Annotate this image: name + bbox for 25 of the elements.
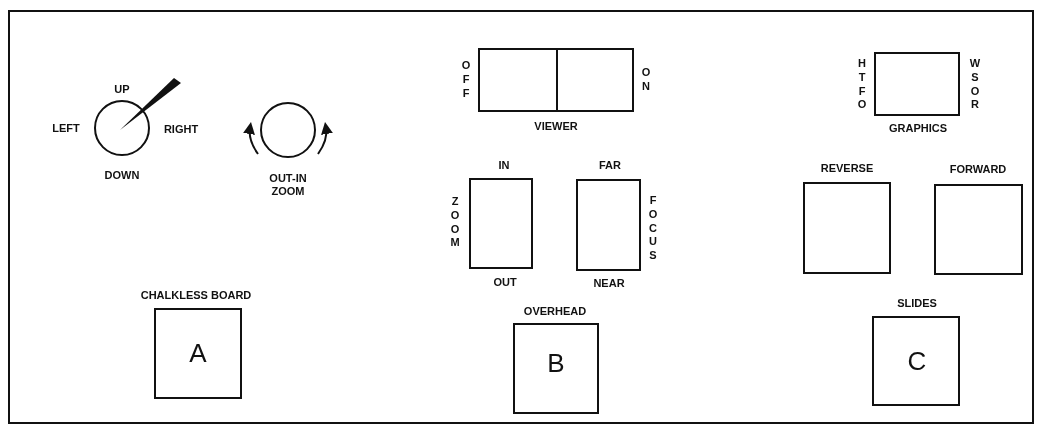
channel-letter: A: [189, 339, 207, 369]
channel-letter: B: [547, 349, 565, 379]
control-label: OVERHEAD: [523, 304, 587, 318]
control-label: DOWN: [104, 168, 140, 182]
control-label: OUT-IN ZOOM: [268, 172, 308, 198]
control-label: NEAR: [593, 276, 625, 290]
control-label: ZOOM: [449, 194, 461, 250]
control-label: SLIDES: [897, 296, 937, 310]
control-label: RIGHT: [163, 122, 199, 136]
control-label: GRAPHICS: [888, 121, 948, 135]
control-label: IN: [498, 158, 510, 172]
control-label: UP: [114, 82, 130, 96]
control-label: OUT: [493, 275, 517, 289]
control-label: WSOR: [969, 56, 981, 112]
control-label: REVERSE: [820, 161, 874, 175]
control-label: ON: [640, 66, 652, 94]
control-label: LEFT: [52, 121, 80, 135]
control-label: FOCUS: [647, 193, 659, 263]
control-label: CHALKLESS BOARD: [140, 288, 252, 302]
control-label: OFF: [460, 59, 472, 101]
channel-letter: C: [907, 347, 927, 377]
control-label: FAR: [599, 158, 621, 172]
control-label: HTFO: [856, 56, 868, 112]
control-label: FORWARD: [949, 162, 1007, 176]
control-label: VIEWER: [534, 119, 578, 133]
